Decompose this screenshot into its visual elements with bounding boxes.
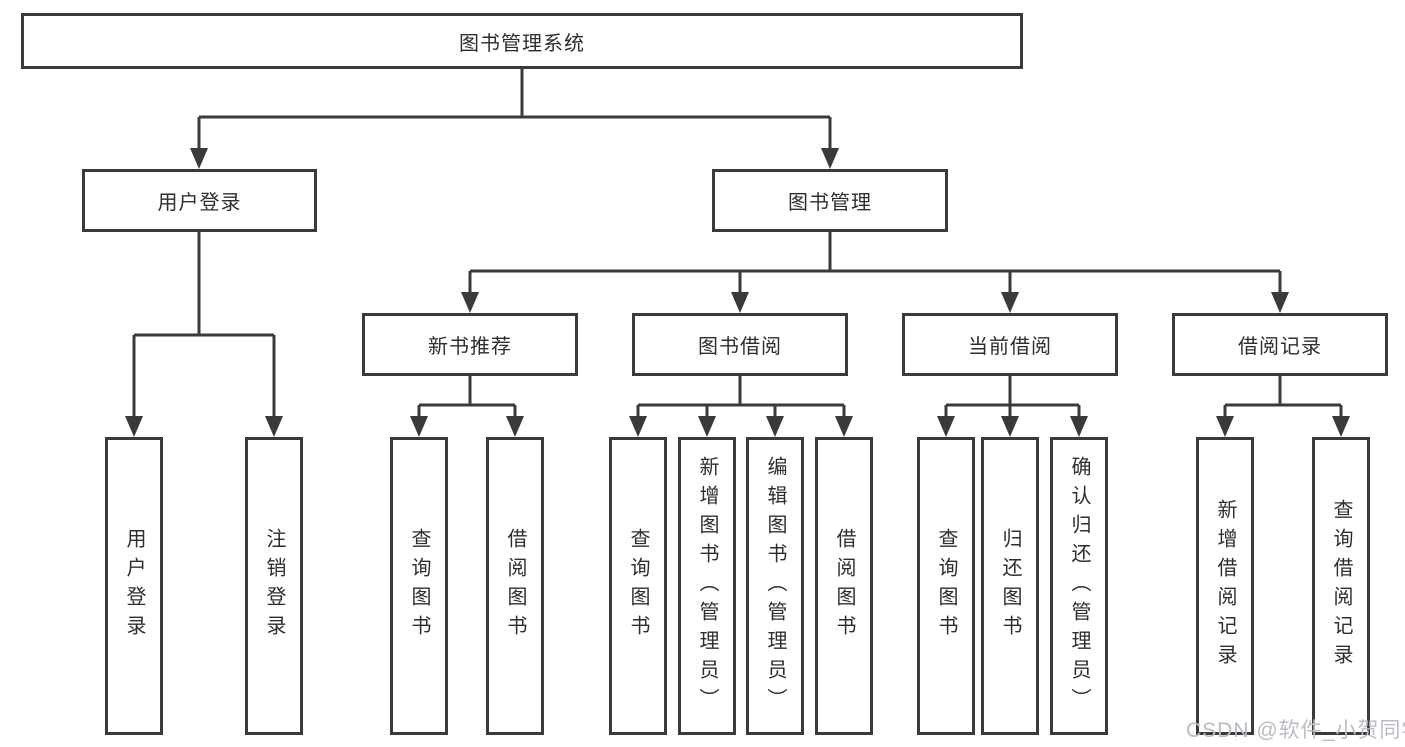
node-borrowing-records: 借阅记录 xyxy=(1172,313,1388,376)
leaf-logout: 注销登录 xyxy=(245,437,303,735)
node-label: 确认归还（管理员） xyxy=(1068,455,1090,717)
node-user-login: 用户登录 xyxy=(82,169,317,232)
node-label: 注销登录 xyxy=(263,528,285,644)
leaf-add-borrow-record: 新增借阅记录 xyxy=(1196,437,1254,735)
leaf-query-borrow-record: 查询借阅记录 xyxy=(1312,437,1370,735)
node-label: 用户登录 xyxy=(157,192,242,214)
node-label: 归还图书 xyxy=(999,528,1021,644)
leaf-query-book-recommend: 查询图书 xyxy=(390,437,448,735)
leaf-add-book-admin: 新增图书（管理员） xyxy=(678,437,736,735)
leaf-query-book-borrow: 查询图书 xyxy=(609,437,667,735)
node-label: 图书管理 xyxy=(788,192,872,214)
node-label: 查询图书 xyxy=(935,528,957,644)
leaf-confirm-return-admin: 确认归还（管理员） xyxy=(1050,437,1108,735)
node-label: 图书借阅 xyxy=(698,336,782,358)
leaf-borrow-book-recommend: 借阅图书 xyxy=(486,437,544,735)
node-label: 用户登录 xyxy=(123,528,145,644)
node-book-management: 图书管理 xyxy=(712,169,948,232)
leaf-return-book: 归还图书 xyxy=(981,437,1039,735)
node-label: 新增借阅记录 xyxy=(1214,499,1236,673)
node-label: 查询图书 xyxy=(627,528,649,644)
node-label: 查询图书 xyxy=(408,528,430,644)
watermark: CSDN @软件_小贺同学 xyxy=(1186,719,1405,742)
node-label: 新书推荐 xyxy=(428,336,512,358)
node-label: 图书管理系统 xyxy=(459,32,585,55)
node-label: 查询借阅记录 xyxy=(1330,499,1352,673)
node-label: 新增图书（管理员） xyxy=(696,455,718,717)
node-current-borrowing: 当前借阅 xyxy=(902,313,1118,376)
leaf-user-login: 用户登录 xyxy=(105,437,163,735)
node-label: 当前借阅 xyxy=(968,336,1052,358)
node-label: 借阅图书 xyxy=(504,528,526,644)
node-new-book-recommend: 新书推荐 xyxy=(362,313,578,376)
leaf-edit-book-admin: 编辑图书（管理员） xyxy=(746,437,804,735)
node-root-system: 图书管理系统 xyxy=(21,13,1023,69)
leaf-query-book-current: 查询图书 xyxy=(917,437,975,735)
node-book-borrowing: 图书借阅 xyxy=(632,313,848,376)
node-label: 借阅图书 xyxy=(833,528,855,644)
node-label: 编辑图书（管理员） xyxy=(764,455,786,717)
node-label: 借阅记录 xyxy=(1238,336,1322,358)
leaf-borrow-book: 借阅图书 xyxy=(815,437,873,735)
